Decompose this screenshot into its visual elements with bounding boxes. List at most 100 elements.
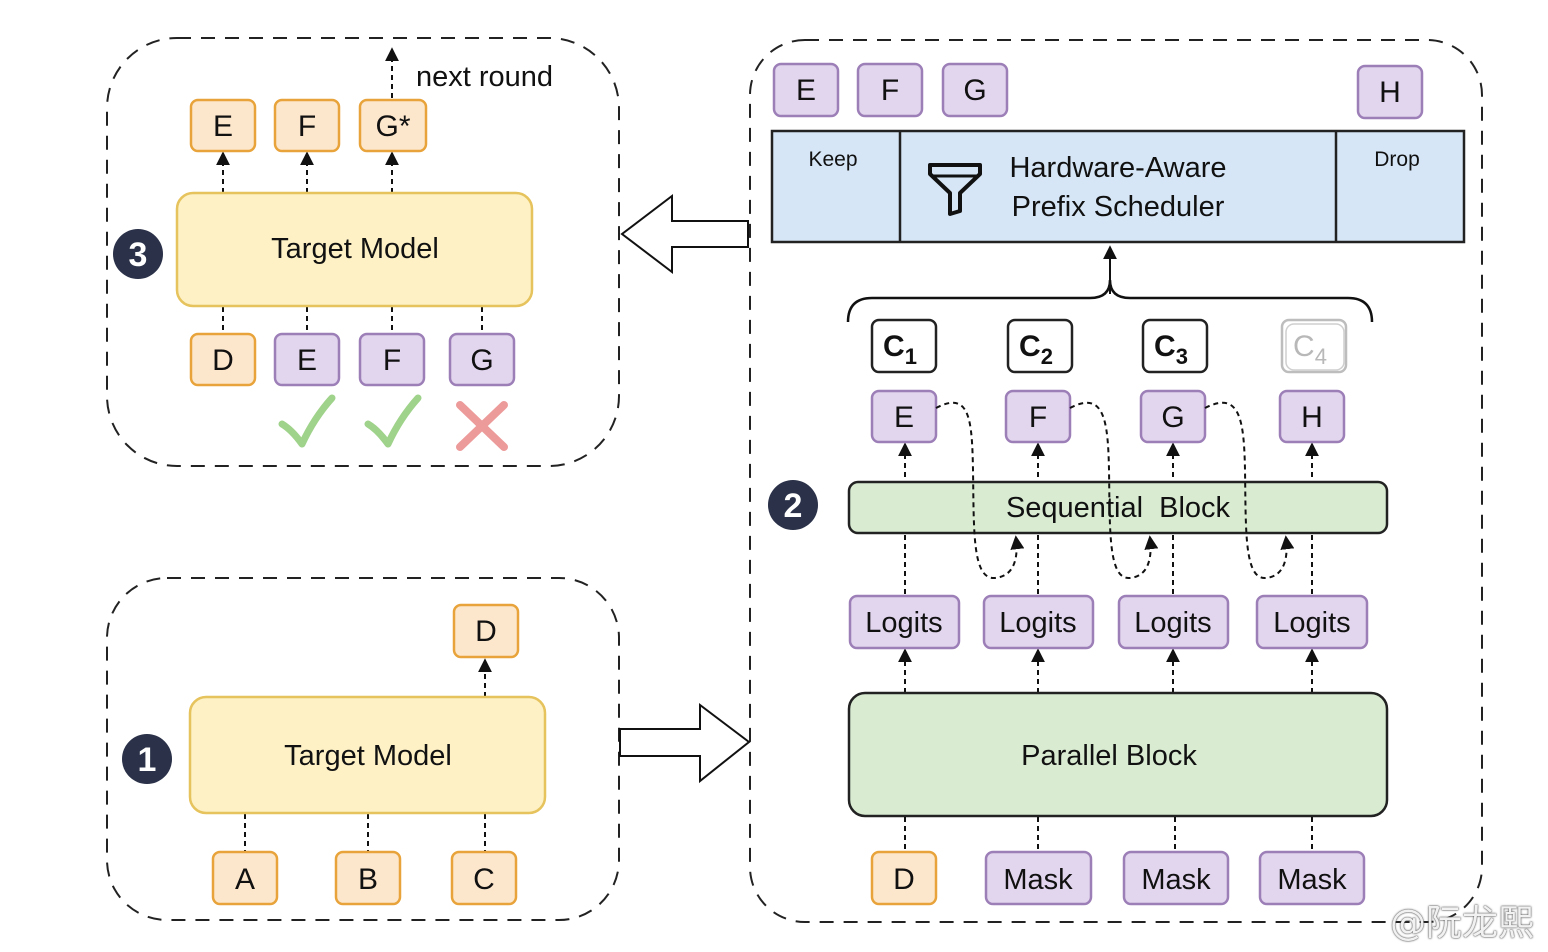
- watermark: @阮龙熙: [1389, 903, 1534, 944]
- panel-2-container: [749, 39, 1483, 923]
- draft-token: H: [1278, 389, 1346, 444]
- svg-text:F: F: [881, 74, 899, 107]
- svg-text:E: E: [297, 344, 317, 377]
- draft-token: G: [1139, 389, 1207, 444]
- svg-text:G*: G*: [375, 110, 410, 143]
- svg-text:H: H: [1379, 76, 1401, 109]
- svg-text:D: D: [475, 615, 497, 648]
- input-token: B: [334, 850, 402, 906]
- target-model-label: Target Model: [284, 740, 452, 772]
- feedback-curve: [1069, 401, 1159, 580]
- kept-token: G: [941, 62, 1009, 118]
- svg-text:E: E: [894, 401, 914, 434]
- output-token: D: [452, 603, 520, 659]
- scheduler-title-line2: Prefix Scheduler: [1012, 191, 1225, 223]
- scheduler-box: [770, 129, 1466, 244]
- svg-text:E: E: [796, 74, 816, 107]
- step-badge: [768, 480, 818, 530]
- input-token: A: [211, 850, 279, 906]
- candidate-c4-faded: C4: [1280, 318, 1348, 374]
- keep-label: Keep: [808, 148, 857, 171]
- mask-token: Mask: [984, 850, 1093, 906]
- panel-1: D Target Model 1 A B C: [122, 603, 547, 906]
- svg-text:Logits: Logits: [865, 607, 942, 639]
- sequential-block-label: Sequential Block: [1006, 492, 1231, 524]
- svg-text:F: F: [298, 110, 316, 143]
- svg-text:G: G: [963, 74, 986, 107]
- svg-text:C4: C4: [1293, 330, 1327, 369]
- input-token: G: [448, 332, 516, 387]
- svg-text:E: E: [213, 110, 233, 143]
- kept-token: F: [856, 62, 924, 118]
- svg-text:Mask: Mask: [1141, 864, 1211, 896]
- feedback-curve: [1204, 401, 1295, 580]
- kept-token: E: [772, 62, 840, 118]
- svg-text:C3: C3: [1154, 330, 1188, 369]
- svg-text:D: D: [893, 863, 915, 896]
- output-token: F: [273, 98, 341, 153]
- svg-text:2: 2: [784, 487, 803, 525]
- svg-text:C: C: [473, 863, 495, 896]
- panel-2: E F G H Keep Drop Hardware-Aware Prefix …: [768, 62, 1466, 906]
- parallel-block: [847, 691, 1389, 818]
- mask-token: Mask: [1258, 850, 1366, 906]
- draft-token: E: [870, 389, 938, 444]
- step-badge: [122, 734, 172, 784]
- panel-3-container: [106, 37, 620, 467]
- funnel-icon: [928, 163, 982, 216]
- panel-3: next round E F G* Target Model 3 D E: [113, 47, 553, 451]
- scheduler-title-line1: Hardware-Aware: [1009, 152, 1226, 184]
- logits-box: Logits: [848, 594, 961, 650]
- output-token: G*: [358, 98, 428, 153]
- check-icon: [364, 394, 422, 448]
- panel-1-container: [106, 577, 620, 921]
- candidate-c3: C3: [1141, 318, 1209, 374]
- cross-icon: [456, 401, 508, 451]
- output-token: E: [189, 98, 257, 153]
- input-token: C: [450, 850, 518, 906]
- next-round-label: next round: [416, 61, 553, 93]
- input-token: D: [189, 332, 257, 387]
- input-token: F: [358, 332, 426, 387]
- svg-text:G: G: [1161, 401, 1184, 434]
- svg-text:1: 1: [138, 741, 157, 779]
- input-token: E: [273, 332, 341, 387]
- candidate-c1: C1: [870, 318, 938, 374]
- candidate-brace: [846, 279, 1374, 323]
- check-icon: [278, 394, 336, 448]
- mask-token: Mask: [1122, 850, 1230, 906]
- svg-text:F: F: [1029, 401, 1047, 434]
- svg-text:Logits: Logits: [1273, 607, 1350, 639]
- svg-text:D: D: [212, 344, 234, 377]
- svg-text:A: A: [235, 863, 255, 896]
- dropped-token: H: [1356, 64, 1424, 120]
- svg-text:3: 3: [129, 236, 148, 274]
- svg-text:Mask: Mask: [1003, 864, 1073, 896]
- logits-box: Logits: [1255, 594, 1369, 650]
- input-token: D: [870, 850, 938, 906]
- svg-text:Logits: Logits: [999, 607, 1076, 639]
- arrow-panel1-to-panel2: [619, 702, 751, 784]
- svg-text:F: F: [383, 344, 401, 377]
- target-model-label: Target Model: [271, 233, 439, 265]
- svg-text:Logits: Logits: [1134, 607, 1211, 639]
- arrow-panel2-to-panel3: [620, 193, 749, 275]
- svg-text:B: B: [358, 863, 378, 896]
- sequential-block: [847, 480, 1389, 535]
- step-badge: [113, 229, 163, 279]
- drop-label: Drop: [1374, 148, 1420, 171]
- target-model-box: [175, 191, 534, 308]
- svg-text:H: H: [1301, 401, 1323, 434]
- logits-box: Logits: [982, 594, 1095, 650]
- parallel-block-label: Parallel Block: [1021, 740, 1197, 772]
- draft-token: F: [1004, 389, 1072, 444]
- feedback-curve: [935, 401, 1025, 580]
- svg-text:C2: C2: [1019, 330, 1053, 369]
- logits-box: Logits: [1117, 594, 1230, 650]
- svg-text:C1: C1: [883, 330, 917, 369]
- candidate-c2: C2: [1006, 318, 1074, 374]
- svg-text:G: G: [470, 344, 493, 377]
- target-model-box: [188, 695, 547, 815]
- svg-text:Mask: Mask: [1277, 864, 1347, 896]
